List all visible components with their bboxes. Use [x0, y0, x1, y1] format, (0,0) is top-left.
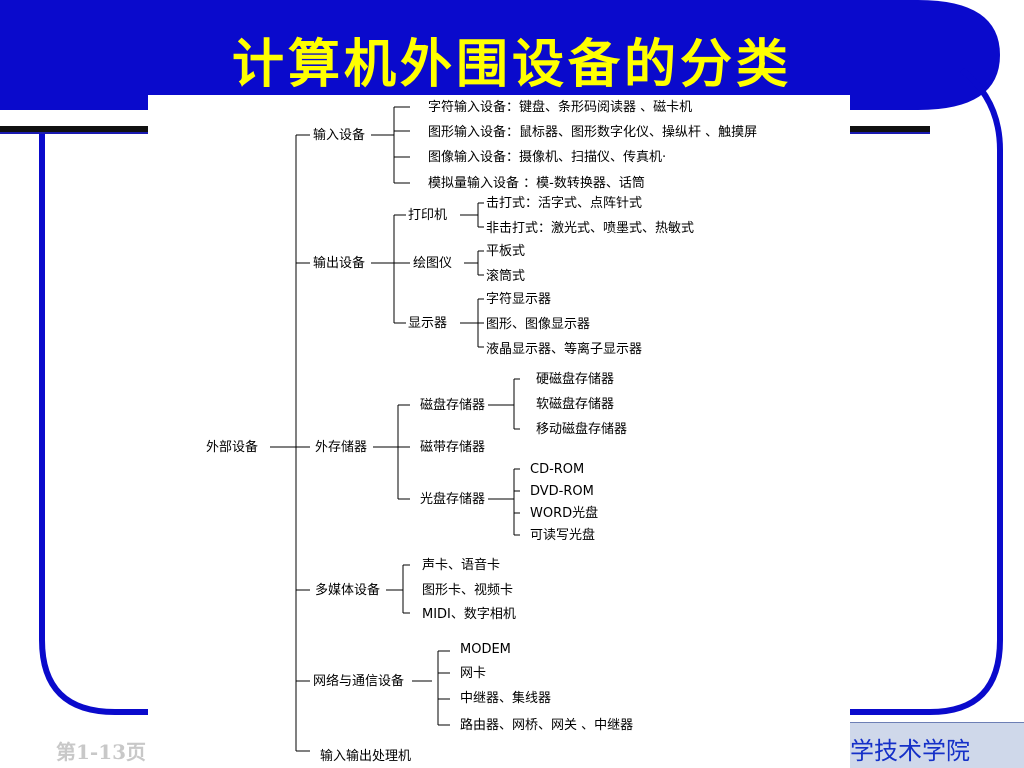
school-name: 学技术学院	[850, 737, 970, 765]
node-input-devices: 输入设备	[313, 127, 365, 143]
node-external-storage: 外存储器	[315, 440, 367, 455]
content-frame	[39, 67, 1003, 715]
leaf-plotter-drum: 滚筒式	[486, 268, 525, 284]
leaf-input-image: 图像输入设备：摄像机、扫描仪、传真机·	[428, 149, 666, 165]
leaf-modem: MODEM	[460, 642, 511, 657]
leaf-removable-disk: 移动磁盘存储器	[536, 421, 627, 437]
leaf-display-graphic: 图形、图像显示器	[486, 317, 590, 332]
leaf-input-char: 字符输入设备：键盘、条形码阅读器 、磁卡机	[428, 99, 692, 115]
leaf-printer-nonimpact: 非击打式：激光式、喷墨式、热敏式	[486, 221, 694, 236]
node-disk-storage: 磁盘存储器	[420, 397, 485, 413]
leaf-display-char: 字符显示器	[486, 291, 551, 307]
node-output-devices: 输出设备	[313, 255, 365, 271]
leaf-repeater-hub: 中继器、集线器	[460, 690, 551, 706]
leaf-network-card: 网卡	[460, 666, 486, 681]
node-optical-storage: 光盘存储器	[420, 491, 485, 507]
leaf-printer-impact: 击打式：活字式、点阵针式	[486, 196, 642, 211]
leaf-display-lcd: 液晶显示器、等离子显示器	[486, 341, 642, 357]
node-io-processor: 输入输出处理机	[320, 748, 411, 764]
leaf-plotter-flatbed: 平板式	[486, 244, 525, 259]
title-banner	[0, 0, 1000, 110]
classification-tree: 外部设备 输入设备 字符输入设备：键盘、条形码阅读器 、磁卡机 图形输入设备：鼠…	[206, 99, 757, 764]
page-number: 第1-13页	[56, 740, 147, 764]
tree-root: 外部设备	[206, 439, 258, 455]
node-multimedia: 多媒体设备	[315, 582, 380, 598]
slide-title: 计算机外围设备的分类	[231, 34, 792, 95]
leaf-word-disc: WORD光盘	[530, 505, 598, 521]
leaf-midi-camera: MIDI、数字相机	[422, 607, 516, 622]
leaf-cd-rom: CD-ROM	[530, 462, 584, 477]
leaf-router-bridge: 路由器、网桥、网关 、中继器	[460, 717, 633, 733]
leaf-sound-card: 声卡、语音卡	[422, 557, 500, 573]
leaf-dvd-rom: DVD-ROM	[530, 484, 594, 499]
leaf-rewritable-disc: 可读写光盘	[530, 527, 595, 543]
node-printer: 打印机	[408, 208, 447, 223]
school-name-box: 学技术学院	[850, 722, 1024, 768]
node-tape-storage: 磁带存储器	[420, 440, 485, 455]
node-plotter: 绘图仪	[413, 256, 452, 271]
leaf-video-card: 图形卡、视频卡	[422, 583, 513, 598]
leaf-input-analog: 模拟量输入设备 ：模-数转换器、话筒	[428, 175, 645, 191]
leaf-input-graphic: 图形输入设备：鼠标器、图形数字化仪、操纵杆 、触摸屏	[428, 124, 757, 140]
node-display: 显示器	[408, 316, 447, 331]
leaf-hard-disk: 硬磁盘存储器	[536, 371, 614, 387]
leaf-floppy-disk: 软磁盘存储器	[536, 396, 614, 412]
node-network: 网络与通信设备	[313, 673, 404, 689]
classification-tree-panel: 外部设备 输入设备 字符输入设备：键盘、条形码阅读器 、磁卡机 图形输入设备：鼠…	[148, 95, 850, 768]
